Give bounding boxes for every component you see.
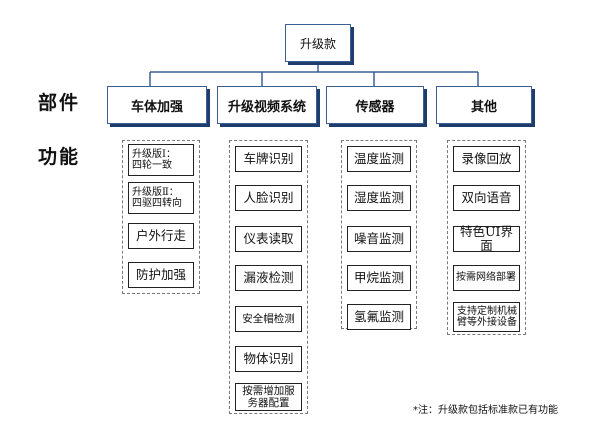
function-item: 按需增加服 务器配置: [235, 383, 302, 411]
function-item: 录像回放: [453, 146, 520, 172]
function-item: 特色UI界面: [453, 224, 520, 253]
footnote: *注：升级款包括标准款已有功能: [413, 405, 558, 416]
function-item: 氢氟监测: [347, 304, 411, 330]
function-item: 人脸识别: [235, 185, 302, 211]
function-item: 仪表读取: [235, 226, 302, 252]
function-item: 户外行走: [128, 223, 194, 249]
function-column-chassis: 升级版Ⅰ： 四轮一致 升级版Ⅱ： 四驱四转向 户外行走 防护加强: [122, 140, 200, 294]
function-item: 升级版Ⅱ： 四驱四转向: [128, 182, 194, 214]
function-item: 支持定制机械 臂等外接设备: [453, 302, 520, 332]
function-column-video-system: 车牌识别 人脸识别 仪表读取 漏液检测 安全帽检测 物体识别 按需增加服 务器配…: [229, 140, 308, 414]
category-label: 其他: [470, 99, 497, 115]
function-item: 噪音监测: [347, 226, 411, 252]
function-item: 甲烷监测: [347, 265, 411, 291]
function-column-sensors: 温度监测 湿度监测 噪音监测 甲烷监测 氢氟监测: [341, 140, 417, 330]
function-item: 温度监测: [347, 146, 411, 172]
root-node-label: 升级款: [299, 36, 336, 51]
function-item: 物体识别: [235, 346, 302, 372]
function-item: 湿度监测: [347, 185, 411, 211]
category-node-sensors: 传感器: [326, 86, 424, 124]
function-column-others: 录像回放 双向语音 特色UI界面 按需网络部署 支持定制机械 臂等外接设备: [447, 140, 526, 335]
row-label-components: 部件: [38, 92, 81, 114]
category-node-video-system: 升级视频系统: [217, 86, 317, 124]
function-item: 升级版Ⅰ： 四轮一致: [128, 144, 194, 176]
function-item: 漏液检测: [235, 265, 302, 291]
function-item: 双向语音: [453, 185, 520, 211]
category-label: 升级视频系统: [227, 99, 306, 115]
function-item: 安全帽检测: [235, 306, 302, 332]
function-item: 按需网络部署: [453, 265, 520, 291]
category-node-chassis: 车体加强: [107, 86, 207, 124]
function-item: 车牌识别: [235, 146, 302, 172]
category-label: 传感器: [355, 99, 395, 115]
row-label-functions: 功能: [38, 146, 81, 168]
function-item: 防护加强: [128, 262, 194, 288]
root-node: 升级款: [285, 24, 351, 62]
category-node-others: 其他: [436, 86, 532, 124]
category-label: 车体加强: [130, 99, 183, 115]
